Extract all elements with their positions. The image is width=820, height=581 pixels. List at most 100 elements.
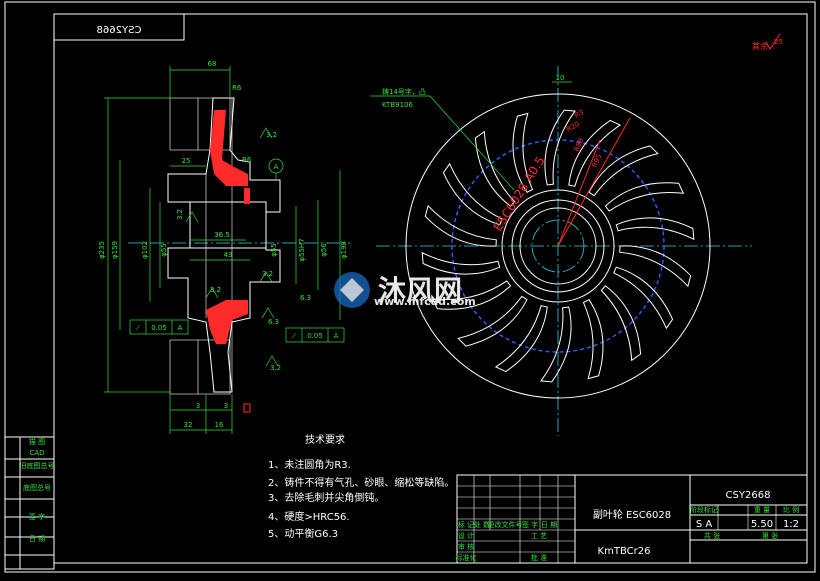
vane bbox=[474, 130, 516, 207]
hdr-design: 设 计 bbox=[458, 531, 474, 540]
side-panel: 描 图 CAD 旧底图总号 底图总号 签 字 日 期 bbox=[4, 436, 55, 570]
hdr-mark: 标 记 bbox=[458, 520, 474, 529]
side-label-4: 底图总号 bbox=[23, 483, 51, 492]
vanes bbox=[421, 109, 695, 383]
datum-a-label: A bbox=[274, 163, 279, 171]
dim-plan-10: 10 bbox=[556, 74, 565, 82]
dim-36-5: 36.5 bbox=[214, 231, 230, 239]
hdr-total-sheets: 共 张 bbox=[704, 531, 720, 540]
dim-r6-top: R6 bbox=[232, 84, 242, 92]
vane bbox=[512, 112, 534, 193]
casting-note-line1: 铸14号字，凸 bbox=[382, 87, 426, 96]
roughness-other-label: 其余 bbox=[752, 41, 768, 51]
vane bbox=[582, 299, 604, 380]
hub-outer-circle bbox=[501, 189, 615, 303]
drawing-number: CSY2668 bbox=[726, 490, 771, 501]
vane bbox=[494, 305, 548, 373]
part-name: 副叶轮 ESC6028 bbox=[593, 508, 671, 521]
vane bbox=[613, 266, 674, 330]
dim-r6-mid: R6 bbox=[242, 156, 252, 164]
tolerance-frame-right: ⁄ 0.05 A bbox=[285, 327, 345, 343]
dim-r88: R88 bbox=[573, 137, 586, 153]
tol-value-left: 0.05 bbox=[151, 324, 167, 332]
vane bbox=[424, 204, 497, 247]
dim-d56: φ56 bbox=[320, 243, 328, 257]
hub-inner-circle bbox=[519, 207, 597, 285]
weight-value: 5.50 bbox=[751, 519, 773, 530]
dim-25: 25 bbox=[182, 157, 191, 165]
tech-heading: 技术要求 bbox=[305, 433, 345, 446]
hdr-stage: 阶段标记 bbox=[690, 505, 718, 514]
hdr-weight: 重 量 bbox=[754, 506, 770, 514]
dim-r95: R95 bbox=[591, 153, 604, 169]
vane bbox=[619, 245, 692, 288]
tol-value-right: 0.05 bbox=[307, 332, 323, 340]
hdr-sign: 签 字 bbox=[522, 520, 538, 529]
casting-note-line2: KTB9106 bbox=[382, 101, 413, 109]
dim-d55h7: φ55H7 bbox=[298, 238, 306, 261]
vane bbox=[600, 285, 642, 362]
stage-value: S A bbox=[696, 519, 713, 530]
dim-32-bottom: 32 bbox=[184, 421, 193, 429]
dim-68: 68 bbox=[208, 60, 217, 68]
rough-32-right: 3.2 bbox=[262, 270, 273, 278]
hub-mid-circle bbox=[511, 199, 605, 293]
bore-circle bbox=[531, 219, 585, 273]
dim-d55-right: φ55 bbox=[270, 243, 278, 257]
dim-r3: R3 bbox=[573, 108, 585, 120]
dim-d102: φ102 bbox=[141, 241, 149, 259]
watermark-url: www.mfcad.com bbox=[374, 295, 476, 308]
hdr-count: 处 数 bbox=[474, 520, 490, 529]
roughness-other-value: 25 bbox=[774, 38, 783, 46]
dim-3-a: 3 bbox=[196, 402, 200, 410]
dim-3-b: 3 bbox=[224, 402, 228, 410]
dim-6-3: 6.3 bbox=[300, 294, 311, 302]
roughness-symbol bbox=[765, 33, 781, 50]
rough-63: 6.3 bbox=[268, 318, 279, 326]
dim-43: 43 bbox=[224, 251, 233, 259]
vane bbox=[457, 295, 528, 347]
plan-view: R88 R95 R20 R3 10 ESC6028 A0.5 铸14号字，凸 K… bbox=[370, 66, 752, 436]
blue-dashed-circle bbox=[451, 139, 665, 353]
tol-datum-right: A bbox=[334, 332, 339, 340]
tol-datum-left: A bbox=[178, 324, 183, 332]
hdr-sheet-no: 第 张 bbox=[762, 531, 778, 540]
vane bbox=[431, 280, 512, 310]
watermark-brand: 沐风网 bbox=[378, 274, 462, 307]
hdr-standard: 标准化 bbox=[456, 553, 477, 562]
side-label-6: 日 期 bbox=[29, 535, 45, 543]
vane bbox=[615, 217, 695, 241]
mirrored-number-box bbox=[53, 13, 185, 41]
dim-d55: φ55 bbox=[160, 243, 168, 257]
watermark: 沐风网 www.mfcad.com bbox=[334, 272, 476, 308]
section-view: 68 R6 R6 3.2 A 25 36.5 43 φ235 φ159 φ102… bbox=[98, 60, 350, 434]
dim-d198: φ198 bbox=[340, 241, 348, 259]
vane bbox=[540, 306, 572, 383]
vane bbox=[442, 162, 503, 226]
dim-d159: φ159 bbox=[111, 241, 119, 259]
vane bbox=[544, 109, 576, 186]
hdr-scale: 比 例 bbox=[783, 505, 799, 514]
tech-requirements: 技术要求 1、未注圆角为R3. 2、铸件不得有气孔、砂眼、缩松等缺陷。 3、去除… bbox=[268, 433, 454, 540]
hdr-review: 审 核 bbox=[458, 542, 474, 551]
tech-item-2: 2、铸件不得有气孔、砂眼、缩松等缺陷。 bbox=[268, 476, 454, 489]
hdr-approve: 批 准 bbox=[531, 553, 547, 562]
side-label-2: CAD bbox=[29, 449, 44, 457]
tol-symbol-left: ⁄ bbox=[135, 324, 140, 332]
mirrored-drawing-number: CSY2668 bbox=[97, 25, 142, 36]
side-label-5: 签 字 bbox=[29, 512, 45, 521]
tech-item-1: 1、未注圆角为R3. bbox=[268, 458, 351, 471]
outer-frame bbox=[4, 1, 816, 573]
vane bbox=[568, 119, 622, 187]
tech-item-3: 3、去除毛刺并尖角倒钝。 bbox=[268, 491, 384, 504]
material: KmTBCr26 bbox=[598, 546, 651, 557]
hdr-change-file: 更改文件号 bbox=[488, 520, 523, 529]
inner-frame bbox=[53, 13, 808, 564]
hdr-process: 工 艺 bbox=[531, 532, 547, 540]
dim-d235: φ235 bbox=[98, 241, 106, 259]
side-label-3: 旧底图总号 bbox=[20, 461, 55, 470]
hdr-date: 日 期 bbox=[541, 521, 557, 529]
tolerance-frame-left: ⁄ 0.05 A bbox=[129, 319, 189, 335]
